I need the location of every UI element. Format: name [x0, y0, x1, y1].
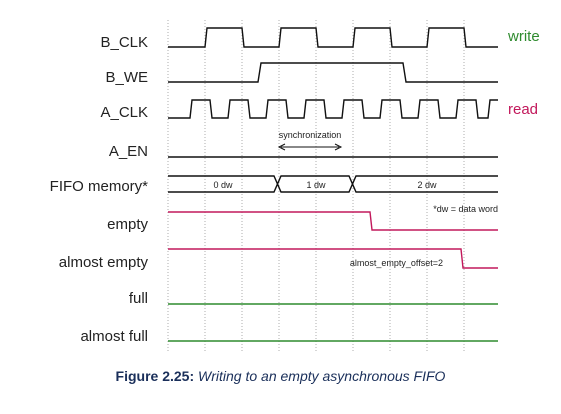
label-empty: empty	[107, 216, 148, 233]
empty-waveform	[168, 211, 498, 231]
almost-empty-waveform	[168, 248, 498, 269]
a-clk-waveform	[168, 99, 498, 119]
synchronization-label: synchronization	[279, 130, 342, 140]
fifo-segment-0: 0 dw	[213, 180, 233, 190]
label-almost-empty: almost empty	[59, 254, 149, 271]
caption-text: Writing to an empty asynchronous FIFO	[198, 368, 446, 384]
dw-note: *dw = data word	[433, 204, 498, 214]
grid-lines	[167, 20, 465, 352]
label-b-clk: B_CLK	[100, 34, 148, 51]
figure-caption: Figure 2.25: Writing to an empty asynchr…	[0, 368, 561, 384]
synchronization-arrow	[277, 143, 343, 151]
label-fifo-memory: FIFO memory*	[50, 178, 148, 195]
label-a-clk: A_CLK	[100, 104, 148, 121]
fifo-segment-2: 2 dw	[417, 180, 437, 190]
fifo-bus-waveform-lower	[168, 175, 498, 193]
label-full: full	[129, 290, 148, 307]
label-almost-full: almost full	[80, 328, 148, 345]
offset-note: almost_empty_offset=2	[350, 258, 443, 268]
b-clk-waveform	[168, 27, 498, 48]
fifo-segment-1: 1 dw	[306, 180, 326, 190]
read-label: read	[508, 101, 538, 118]
label-b-we: B_WE	[105, 69, 148, 86]
b-we-waveform	[168, 62, 498, 83]
write-label: write	[507, 28, 540, 45]
caption-number: Figure 2.25:	[115, 368, 195, 384]
label-a-en: A_EN	[109, 143, 148, 160]
fifo-bus-waveform	[168, 175, 498, 193]
